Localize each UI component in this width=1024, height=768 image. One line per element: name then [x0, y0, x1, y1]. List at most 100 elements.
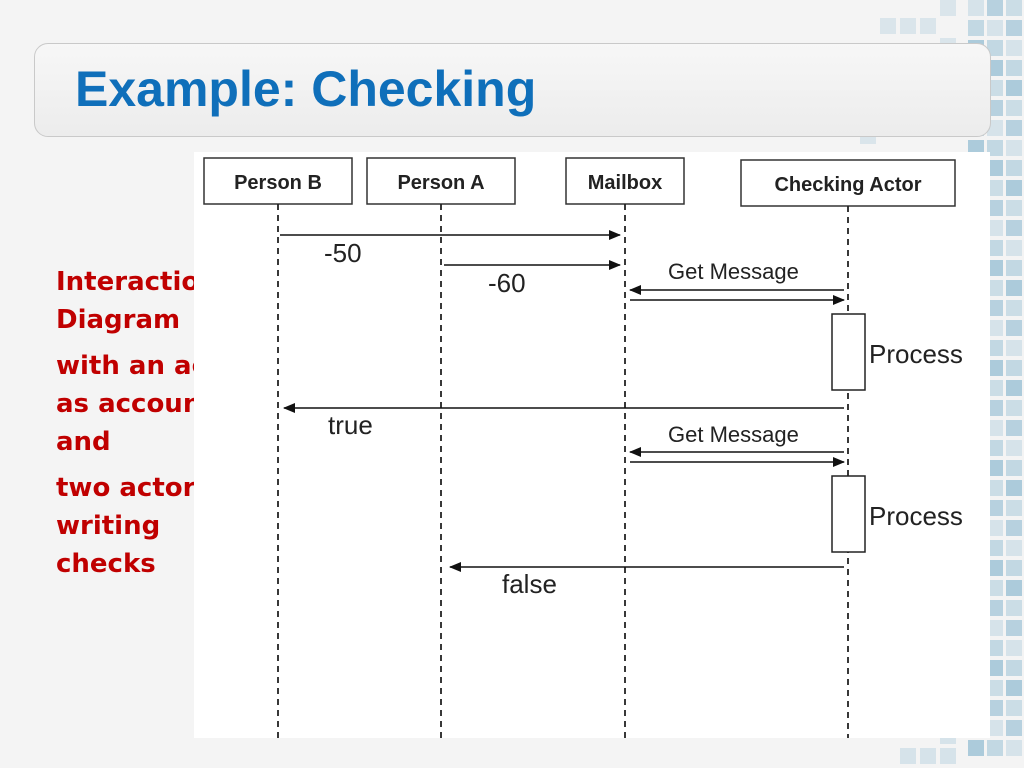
message-label: -60 [488, 268, 526, 298]
decorative-tile [1006, 140, 1022, 156]
decorative-tile [1006, 40, 1022, 56]
decorative-tile [987, 500, 1003, 516]
decorative-tile [987, 700, 1003, 716]
decorative-tile [1006, 540, 1022, 556]
caption-line-3: two actors writing checks [56, 473, 211, 579]
decorative-tile [1006, 80, 1022, 96]
decorative-tile [940, 748, 956, 764]
lifelines [277, 204, 849, 738]
decorative-tile [987, 620, 1003, 636]
decorative-tile [987, 640, 1003, 656]
decorative-tile [1006, 380, 1022, 396]
decorative-tile [987, 160, 1003, 176]
decorative-tile [940, 0, 956, 16]
decorative-tile [987, 120, 1003, 136]
decorative-tile [1006, 200, 1022, 216]
decorative-tile [1006, 260, 1022, 276]
decorative-tile [1006, 720, 1022, 736]
decorative-tile [987, 20, 1003, 36]
decorative-tile [987, 580, 1003, 596]
decorative-tile [987, 80, 1003, 96]
activation-box [831, 475, 866, 553]
participant-mailbox: Mailbox [565, 157, 685, 205]
message-label: Process [869, 339, 963, 369]
slide-title: Example: Checking [75, 61, 537, 117]
message-label: false [502, 569, 557, 599]
decorative-tile [1006, 180, 1022, 196]
decorative-tile [1006, 500, 1022, 516]
decorative-tile [1006, 580, 1022, 596]
decorative-tile [1006, 600, 1022, 616]
decorative-tile [1006, 360, 1022, 376]
decorative-tile [1006, 740, 1022, 756]
activation-box [831, 313, 866, 391]
decorative-tile [987, 280, 1003, 296]
decorative-tile [987, 260, 1003, 276]
decorative-tile [1006, 60, 1022, 76]
slide-caption: Interaction Diagram with an actor as acc… [56, 263, 256, 591]
decorative-tile [1006, 700, 1022, 716]
caption-line-1: Interaction Diagram [56, 267, 218, 335]
decorative-tile [968, 0, 984, 16]
decorative-tile [1006, 240, 1022, 256]
decorative-tile [987, 480, 1003, 496]
decorative-tile [987, 320, 1003, 336]
decorative-tile [1006, 680, 1022, 696]
decorative-tile [987, 180, 1003, 196]
decorative-tile [987, 720, 1003, 736]
decorative-tile [987, 420, 1003, 436]
decorative-tile [1006, 340, 1022, 356]
participant-label: Checking Actor [774, 174, 921, 196]
decorative-tile [1006, 280, 1022, 296]
decorative-tile [1006, 300, 1022, 316]
decorative-tile [987, 200, 1003, 216]
message-label: -50 [324, 238, 362, 268]
interaction-diagram: Person B Person A Mailbox Checking Actor [194, 152, 990, 738]
participant-checking-actor: Checking Actor [740, 159, 956, 207]
decorative-tile [1006, 440, 1022, 456]
decorative-tile [968, 740, 984, 756]
decorative-tile [1006, 460, 1022, 476]
decorative-tile [987, 740, 1003, 756]
decorative-tile [1006, 420, 1022, 436]
participant-label: Mailbox [588, 172, 662, 194]
decorative-tile [920, 748, 936, 764]
message-label: Get Message [668, 422, 799, 447]
decorative-tile [987, 380, 1003, 396]
decorative-tile [987, 0, 1003, 16]
participant-label: Person B [234, 172, 322, 194]
diagram-svg: Person B Person A Mailbox Checking Actor [203, 157, 963, 738]
decorative-tile [987, 540, 1003, 556]
decorative-tile [1006, 560, 1022, 576]
decorative-tile [987, 40, 1003, 56]
decorative-tile [1006, 0, 1022, 16]
decorative-tile [987, 660, 1003, 676]
decorative-tile [987, 360, 1003, 376]
participant-label: Person A [397, 172, 484, 194]
decorative-tile [1006, 320, 1022, 336]
decorative-tile [900, 748, 916, 764]
decorative-tile [1006, 620, 1022, 636]
decorative-tile [1006, 160, 1022, 176]
title-bar [34, 43, 991, 137]
decorative-tile [1006, 480, 1022, 496]
decorative-tile [987, 220, 1003, 236]
decorative-tile [987, 300, 1003, 316]
decorative-tile [987, 340, 1003, 356]
decorative-tile [968, 20, 984, 36]
participant-person-a: Person A [366, 157, 516, 205]
decorative-tile [1006, 400, 1022, 416]
decorative-tile [880, 18, 896, 34]
message-label: true [328, 410, 373, 440]
decorative-tile [987, 240, 1003, 256]
decorative-tile [1006, 660, 1022, 676]
decorative-tile [1006, 640, 1022, 656]
decorative-tile [987, 100, 1003, 116]
decorative-tile [1006, 220, 1022, 236]
decorative-tile [900, 18, 916, 34]
decorative-tile [1006, 520, 1022, 536]
message-label: Process [869, 501, 963, 531]
message-label: Get Message [668, 259, 799, 284]
decorative-tile [987, 460, 1003, 476]
decorative-tile [987, 60, 1003, 76]
